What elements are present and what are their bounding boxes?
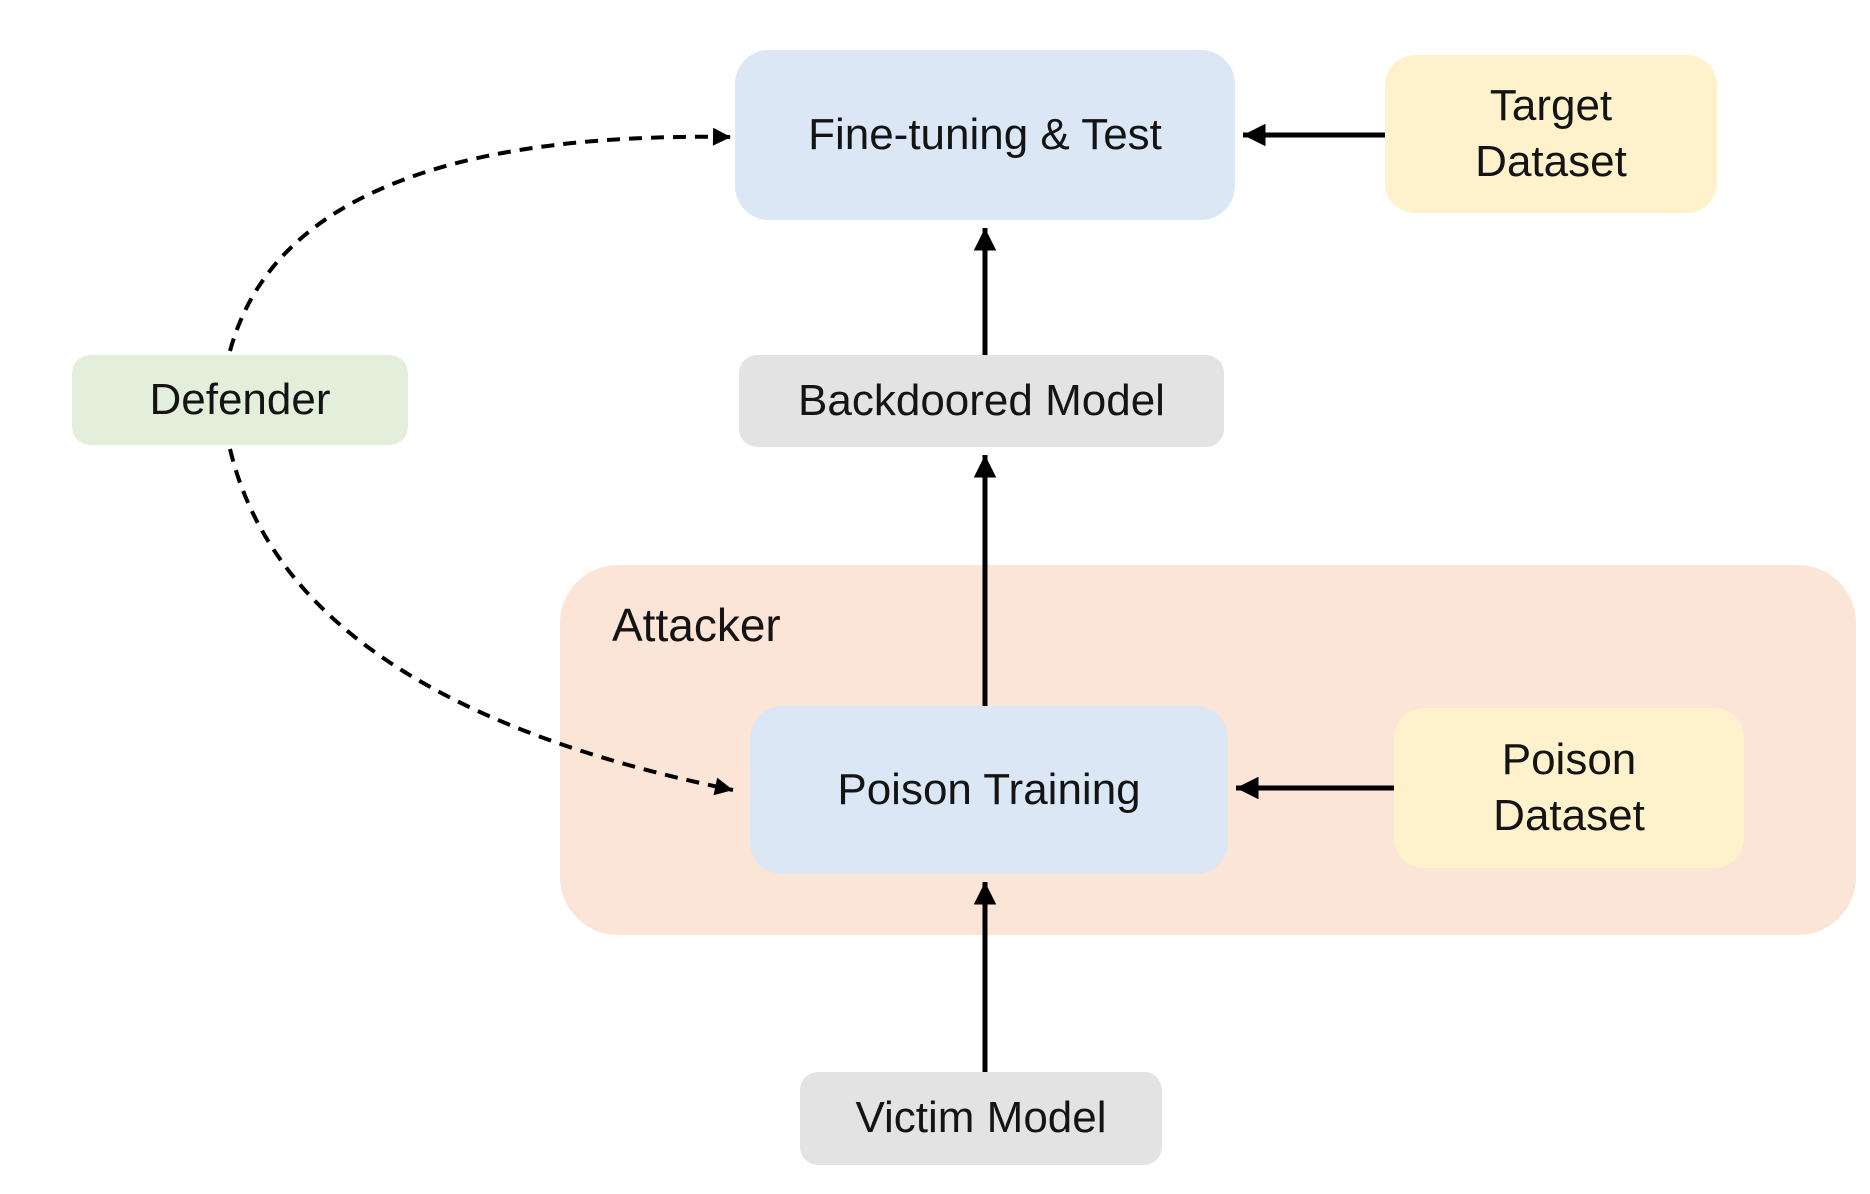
victim-model-node: Victim Model bbox=[800, 1072, 1162, 1165]
poison-training-node: Poison Training bbox=[750, 706, 1228, 874]
backdoored-model-node: Backdoored Model bbox=[739, 355, 1224, 447]
defender-node: Defender bbox=[72, 355, 408, 445]
dashed-arrow-defender-to-finetune bbox=[228, 127, 732, 352]
target-dataset-node: Target Dataset bbox=[1385, 55, 1717, 213]
finetune-test-node: Fine-tuning & Test bbox=[735, 50, 1235, 220]
poison-dataset-node: Poison Dataset bbox=[1394, 708, 1744, 868]
attacker-region-label: Attacker bbox=[612, 599, 781, 651]
